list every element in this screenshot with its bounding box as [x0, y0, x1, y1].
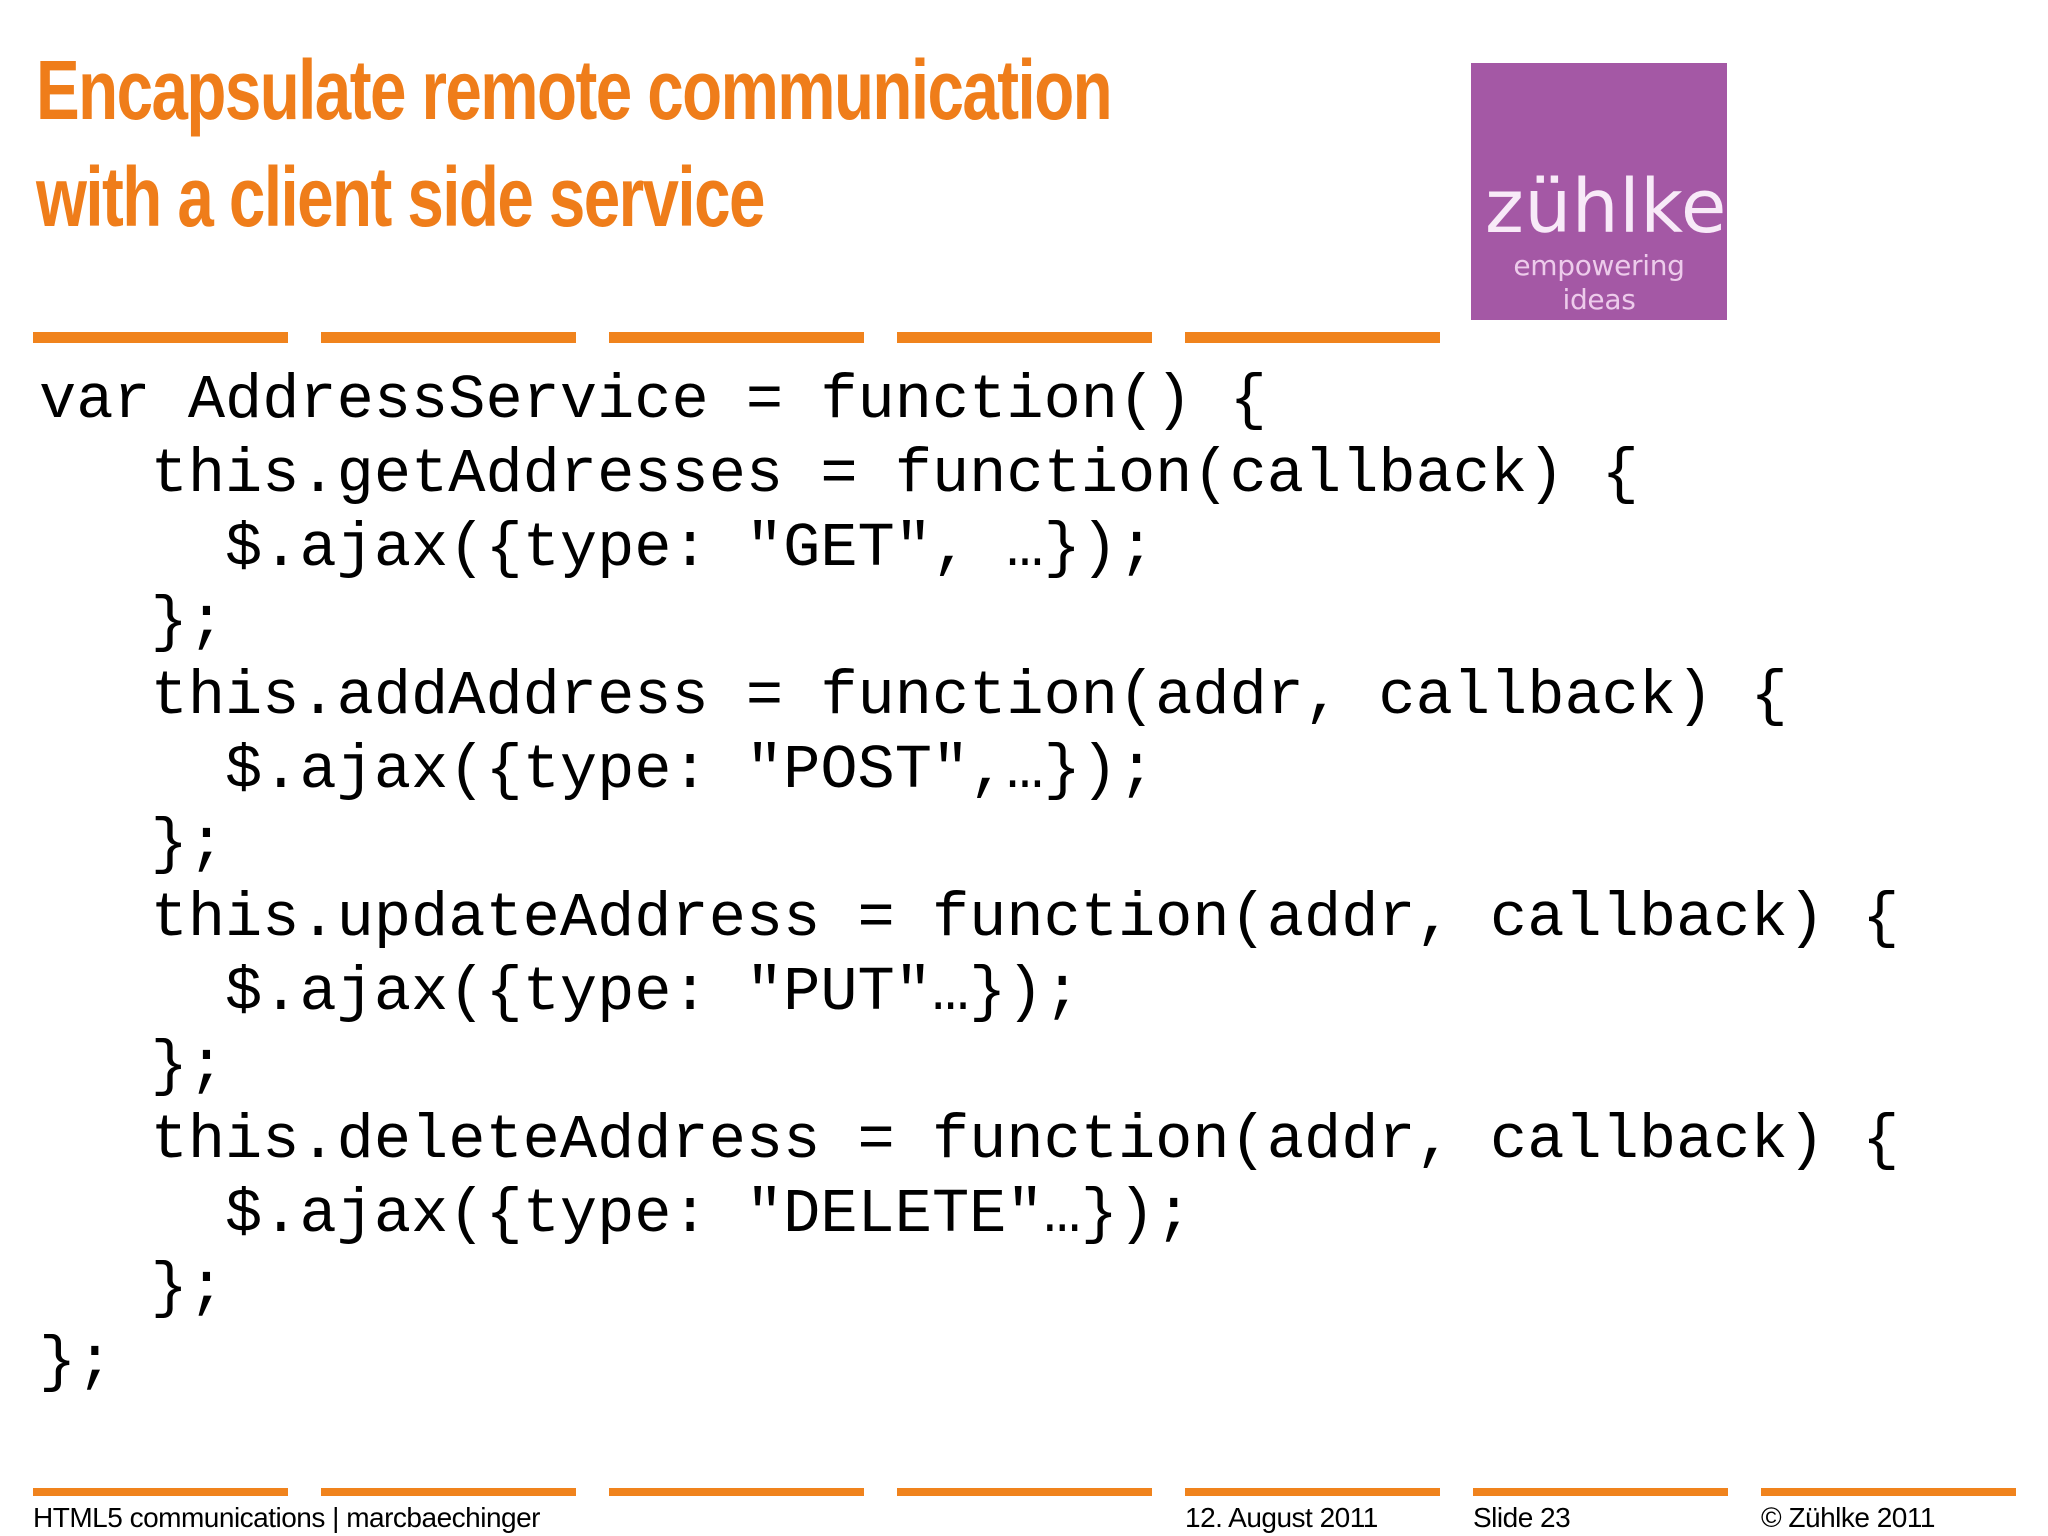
footer-date: 12. August 2011	[1185, 1502, 1378, 1533]
footer-presentation-author: HTML5 communications | marcbaechinger	[33, 1502, 540, 1533]
footer: HTML5 communications | marcbaechinger 12…	[0, 1503, 2048, 1533]
logo-wordmark: zühlke	[1485, 164, 1727, 250]
zuehlke-logo: zühlke empowering ideas	[1471, 63, 1727, 320]
footer-copyright: © Zühlke 2011	[1761, 1502, 1935, 1533]
title-divider	[33, 332, 1440, 343]
footer-divider	[33, 1488, 2016, 1496]
slide-title: Encapsulate remote communication with a c…	[36, 37, 1113, 251]
footer-slide-number: Slide 23	[1473, 1502, 1571, 1533]
logo-tagline: empowering ideas	[1513, 249, 1685, 316]
code-block: var AddressService = function() { this.g…	[39, 365, 1900, 1398]
title-line-2: with a client side service	[36, 150, 765, 244]
title-line-1: Encapsulate remote communication	[36, 43, 1113, 137]
